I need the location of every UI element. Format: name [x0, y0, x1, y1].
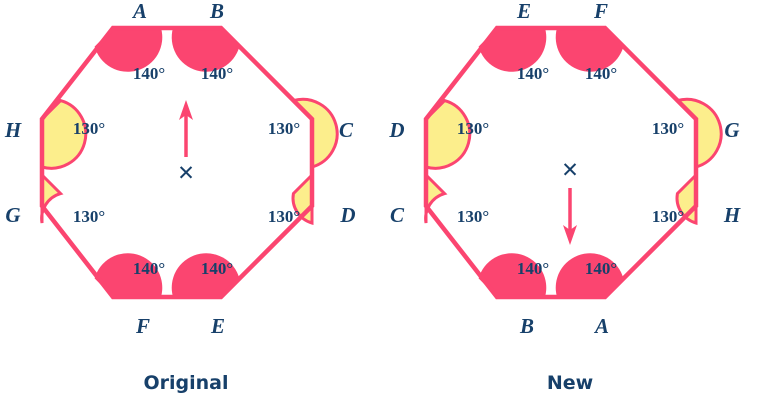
angle-arc-E	[478, 28, 547, 72]
vertex-label-bottom-left: B	[519, 314, 534, 338]
angle-value-bottom-right: 140°	[201, 259, 233, 278]
vertex-label-bottom-right: A	[593, 314, 609, 338]
angle-arc-B	[171, 28, 240, 72]
angle-value-right-bottom: 130°	[268, 207, 300, 226]
figure-caption-original: Original	[143, 372, 228, 394]
figure-original: ✕ A B C D E F G H 140° 140° 130° 130° 14…	[4, 0, 356, 394]
figure-new: ✕ E F G H A B C D 140° 140° 130° 130° 14…	[384, 0, 768, 416]
angle-value-top-left: 140°	[517, 64, 549, 83]
octagon-outline-original	[39, 25, 315, 300]
vertex-label-bottom-right: E	[210, 314, 225, 338]
angle-value-right-top: 130°	[652, 119, 684, 138]
vertex-label-top-left: A	[131, 0, 147, 23]
angle-value-right-bottom: 130°	[652, 207, 684, 226]
angle-arc-A	[555, 253, 624, 297]
vertex-label-right-bottom: D	[339, 203, 355, 227]
angle-value-top-left: 140°	[133, 64, 165, 83]
angle-arc-C	[290, 97, 339, 169]
angle-arc-E	[171, 253, 240, 297]
vertex-label-left-top: H	[4, 118, 22, 142]
angle-arcs-new	[424, 28, 723, 297]
angle-arc-C	[424, 171, 448, 224]
octagon-outline-new	[423, 25, 699, 300]
angle-value-left-bottom: 130°	[457, 207, 489, 226]
octagon-new-svg: ✕ E F G H A B C D 140° 140° 130° 130° 14…	[388, 0, 741, 394]
vertex-label-top-right: B	[209, 0, 224, 23]
angle-value-left-bottom: 130°	[73, 207, 105, 226]
angle-arc-B	[478, 253, 547, 297]
angle-value-bottom-left: 140°	[133, 259, 165, 278]
vertex-label-top-right: F	[593, 0, 608, 23]
angle-arc-A	[94, 28, 163, 72]
angle-arc-F	[94, 253, 163, 297]
angle-value-top-right: 140°	[201, 64, 233, 83]
angle-arc-G	[40, 171, 64, 224]
vertex-label-left-bottom: G	[5, 203, 20, 227]
angle-value-right-top: 130°	[268, 119, 300, 138]
x-marker-new: ✕	[561, 158, 579, 182]
vertex-label-left-top: D	[388, 118, 404, 142]
vertex-label-bottom-left: F	[135, 314, 150, 338]
angle-arc-F	[555, 28, 624, 72]
angle-value-bottom-right: 140°	[585, 259, 617, 278]
angle-arc-H	[40, 98, 88, 170]
vertex-label-right-top: G	[724, 118, 739, 142]
direction-arrow-up-original	[179, 100, 193, 157]
vertex-label-left-bottom: C	[390, 203, 405, 227]
x-marker-original: ✕	[177, 161, 195, 185]
direction-arrow-down-new	[563, 188, 577, 245]
angle-arc-D	[424, 98, 472, 170]
vertex-label-right-bottom: H	[723, 203, 741, 227]
angle-arc-G	[674, 97, 723, 169]
angle-arcs-original	[40, 28, 339, 297]
vertex-label-right-top: C	[339, 118, 354, 142]
figure-caption-new: New	[547, 372, 593, 394]
angle-value-bottom-left: 140°	[517, 259, 549, 278]
angle-value-top-right: 140°	[585, 64, 617, 83]
angle-value-left-top: 130°	[73, 119, 105, 138]
octagon-original-svg: ✕ A B C D E F G H 140° 140° 130° 130° 14…	[4, 0, 356, 394]
vertex-label-top-left: E	[516, 0, 531, 23]
angle-value-left-top: 130°	[457, 119, 489, 138]
